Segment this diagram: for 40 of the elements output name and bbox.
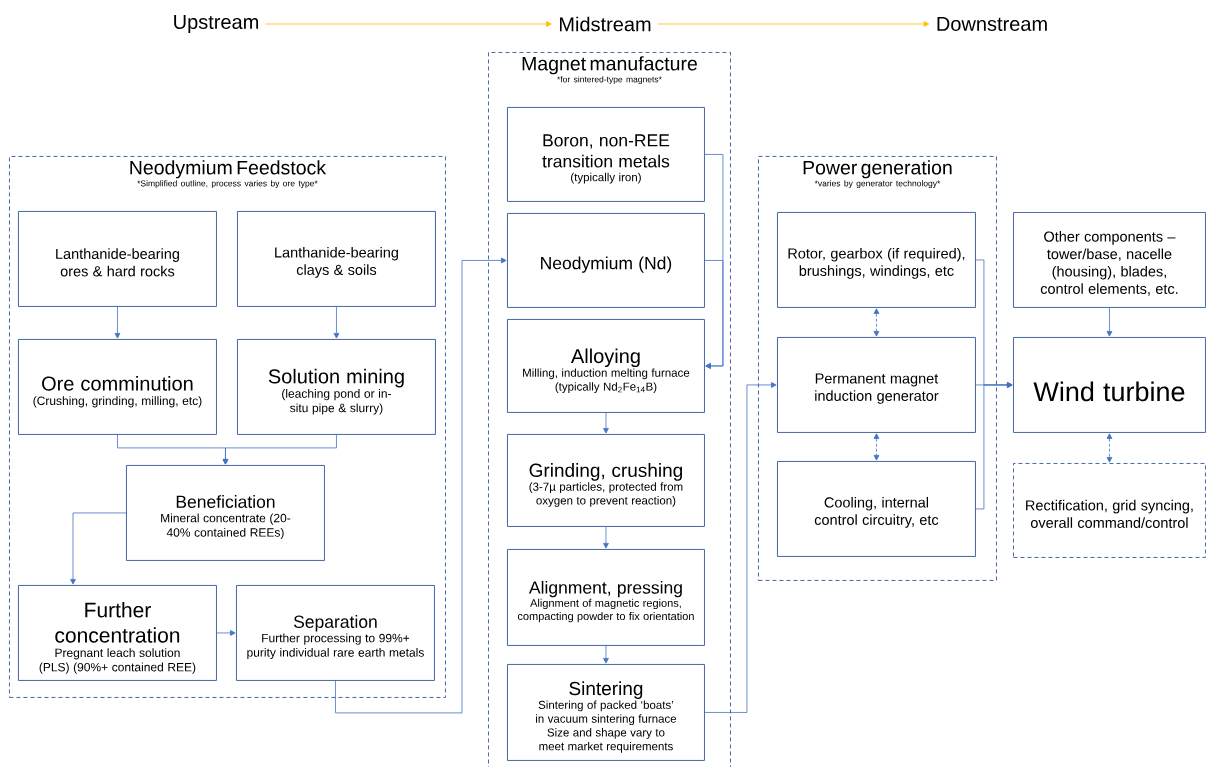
process-box: Wind turbine	[1013, 337, 1206, 433]
double-headed-arrow	[873, 308, 880, 337]
arrow	[222, 434, 337, 465]
arrow	[704, 260, 724, 369]
stage-label: Upstream	[174, 15, 258, 33]
arrow	[975, 382, 1013, 388]
arrow	[1106, 307, 1113, 337]
process-box: Sintering Sintering of packed ‘boats’ in vacuum sintering furnace Size and shape vary to meet market requirements	[507, 664, 705, 761]
double-headed-arrow	[873, 433, 880, 461]
stage-label: Downstream	[937, 17, 1047, 31]
arrow	[114, 306, 121, 339]
process-box: Lanthanide-bearing ores & hard rocks	[18, 211, 217, 307]
process-box: Further concentration Pregnant leach solution (PLS) (90%+ contained REE)	[18, 585, 217, 681]
process-box: Solution mining (leaching pond or in-situ pipe & slurry)	[237, 339, 436, 435]
process-box: Rotor, gearbox (if required), brushings, windings, etc	[777, 212, 976, 308]
arrow	[216, 630, 236, 636]
process-box: Alloying Milling, induction melting furnace (typically Nd$_{2}$Fe$_{14}$B)	[507, 319, 705, 413]
arrow	[603, 526, 609, 549]
arrow	[335, 257, 507, 714]
arrow	[333, 306, 340, 339]
arrow	[704, 382, 777, 713]
process-box: Boron, non-REE transition metals (typically iron)	[507, 107, 705, 202]
arrow	[603, 412, 609, 434]
arrow	[603, 645, 609, 664]
process-box: Alignment, pressing Alignment of magnetic regions, compacting powder to fix orientation	[507, 549, 705, 646]
process-box: Cooling, internal control circuitry, etc	[777, 461, 976, 557]
process-box: Lanthanide-bearing clays & soils	[237, 211, 436, 307]
arrow	[70, 512, 127, 585]
process-box: Separation Further processing to 99%+ purity individual rare earth metals	[236, 585, 435, 681]
process-box: Ore comminution (Crushing, grinding, milling, etc)	[18, 339, 217, 435]
process-box: Beneficiation Mineral concentrate (20-40% contained REEs)	[126, 465, 325, 561]
process-box: Permanent magnet induction generator	[777, 337, 976, 433]
process-box: Rectification, grid syncing, overall command/control	[1013, 463, 1206, 558]
arrow	[265, 21, 552, 27]
arrow	[657, 21, 930, 27]
process-box: Other components – tower/base, nacelle (housing), blades, control elements, etc.	[1013, 212, 1206, 308]
process-box: Neodymium (Nd)	[507, 213, 705, 308]
double-headed-arrow	[1106, 433, 1113, 463]
process-box: Grinding, crushing (3-7µ particles, protected from oxygen to prevent reaction)	[507, 434, 705, 527]
stage-label: Midstream	[560, 16, 651, 32]
